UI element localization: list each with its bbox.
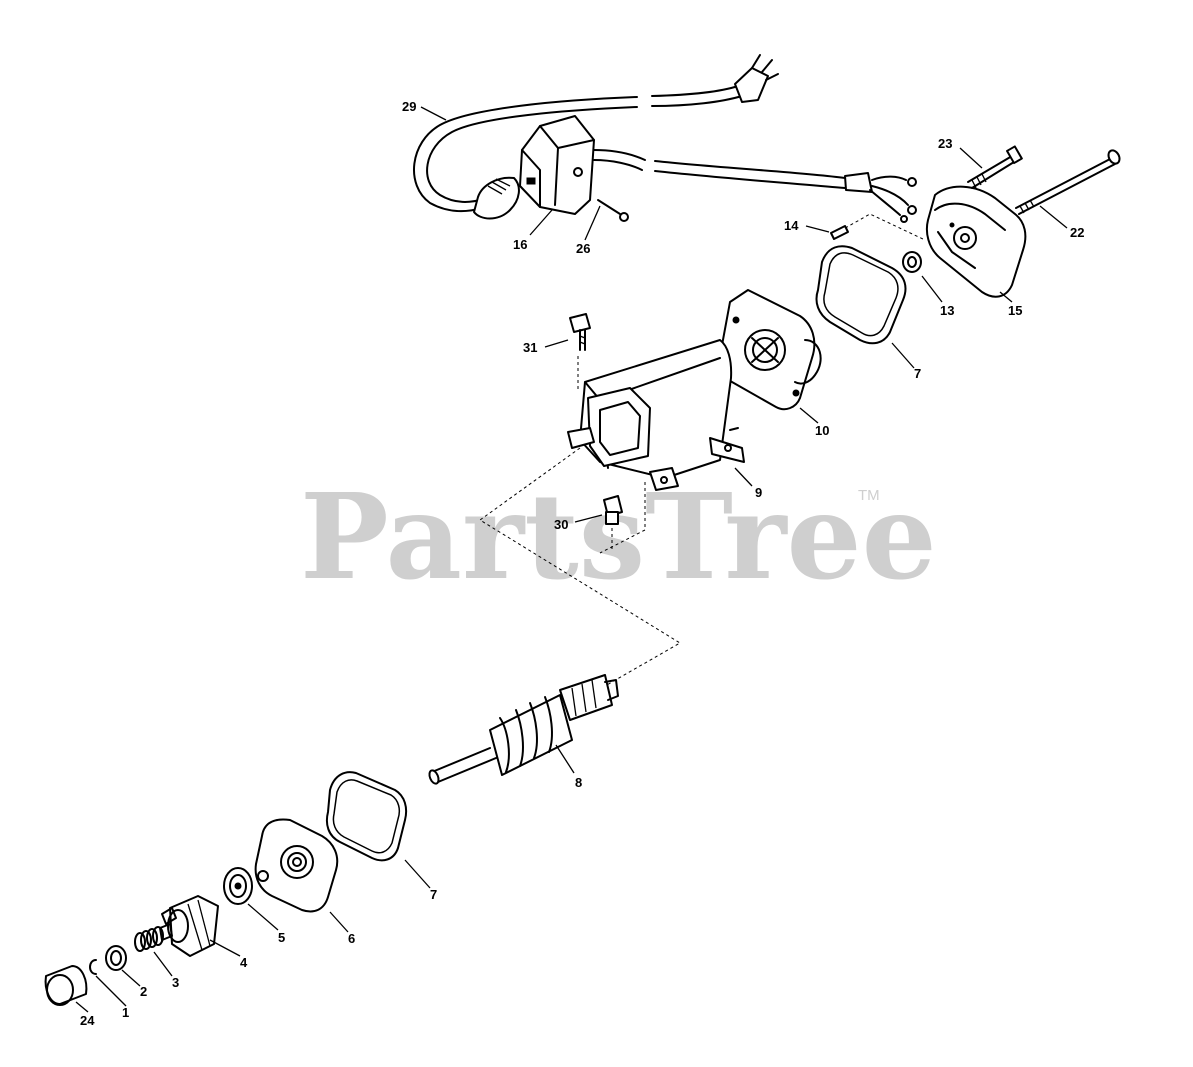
part-4-drive-gear[interactable]: [159, 895, 219, 957]
part-6-end-head[interactable]: [254, 818, 339, 913]
callout-4: 4: [240, 955, 248, 970]
part-14-screw[interactable]: [830, 225, 849, 240]
cord-to-end-cap: [654, 160, 926, 241]
part-16-switch-box[interactable]: [519, 115, 646, 215]
part-13-washer[interactable]: [902, 251, 922, 273]
callout-15: 15: [1008, 303, 1022, 318]
callout-labels: 29 23 14 22 16 26 13 15 31 7 10 9 30 8 7…: [80, 99, 1084, 1028]
callout-9: 9: [755, 485, 762, 500]
part-5-bearing[interactable]: [223, 867, 253, 905]
part-7-gasket-lower[interactable]: [325, 771, 408, 862]
part-26-screw[interactable]: [597, 199, 629, 222]
callout-10: 10: [815, 423, 829, 438]
part-1-clip[interactable]: [89, 959, 97, 975]
callout-14: 14: [784, 218, 799, 233]
callout-8: 8: [575, 775, 582, 790]
part-2-collar[interactable]: [105, 945, 127, 971]
callout-6: 6: [348, 931, 355, 946]
part-24-cap[interactable]: [44, 965, 88, 1006]
callout-2: 2: [140, 984, 147, 999]
watermark: PartsTree TM: [300, 467, 937, 606]
alignment-lines: [479, 447, 681, 691]
part-7-gasket-upper[interactable]: [815, 245, 907, 345]
leader-lines: [75, 106, 1068, 1013]
callout-13: 13: [940, 303, 954, 318]
part-30-fitting[interactable]: [603, 495, 623, 552]
callout-1: 1: [122, 1005, 129, 1020]
callout-16: 16: [513, 237, 527, 252]
callout-22: 22: [1070, 225, 1084, 240]
part-8-armature[interactable]: [428, 674, 619, 785]
part-23-through-bolt[interactable]: [967, 145, 1023, 189]
callout-23: 23: [938, 136, 952, 151]
watermark-text: PartsTree: [300, 467, 937, 606]
callout-5: 5: [278, 930, 285, 945]
part-10-brush-plate[interactable]: [718, 289, 822, 411]
callout-30: 30: [554, 517, 568, 532]
callout-7-lower: 7: [430, 887, 437, 902]
callout-7-upper: 7: [914, 366, 921, 381]
callout-29: 29: [402, 99, 416, 114]
watermark-trademark: TM: [858, 487, 880, 504]
part-31-screw[interactable]: [569, 313, 591, 390]
part-29-power-cord[interactable]: [413, 54, 779, 220]
part-9-motor-housing[interactable]: [567, 339, 745, 491]
part-15-end-cap[interactable]: [925, 185, 1027, 298]
callout-3: 3: [172, 975, 179, 990]
part-3-spring[interactable]: [134, 926, 164, 952]
part-22-through-bolt[interactable]: [1015, 148, 1122, 215]
callout-31: 31: [523, 340, 537, 355]
callout-24: 24: [80, 1013, 95, 1028]
callout-26: 26: [576, 241, 590, 256]
